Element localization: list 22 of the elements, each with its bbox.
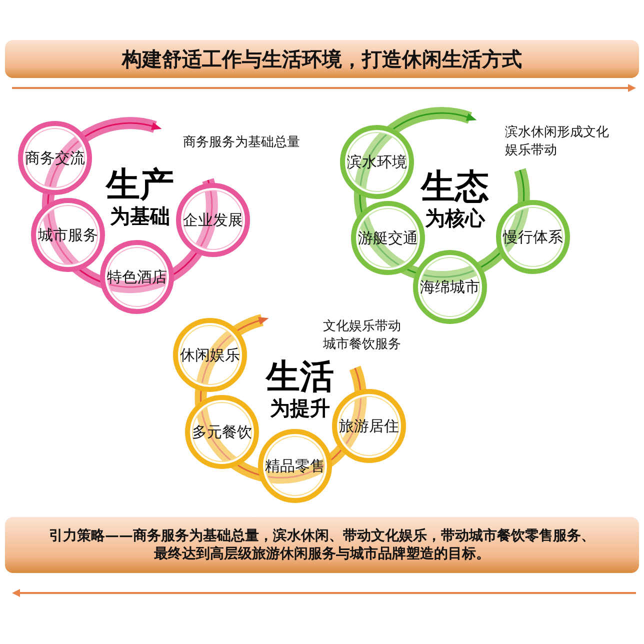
subheading-text: 为基础 bbox=[110, 204, 170, 228]
circle-node: 精品零售 bbox=[258, 429, 332, 503]
heading-text: 生活 bbox=[266, 360, 334, 396]
circle-node: 海绵城市 bbox=[413, 250, 487, 324]
circle-node: 休闲娱乐 bbox=[173, 318, 247, 392]
circle-node: 多元餐饮 bbox=[185, 395, 259, 469]
annotation-text: 商务服务为基础总量 bbox=[183, 134, 301, 152]
subheading-text: 为核心 bbox=[425, 206, 485, 230]
annotation-text: 文化娱乐带动城市餐饮服务 bbox=[323, 318, 402, 354]
circle-node: 慢行体系 bbox=[496, 200, 570, 274]
circle-node: 旅游居住 bbox=[332, 389, 406, 463]
circle-node: 游艇交通 bbox=[351, 201, 425, 275]
subheading-text: 为提升 bbox=[270, 396, 330, 420]
annotation-text: 滨水休闲形成文化娱乐带动 bbox=[505, 124, 610, 160]
circle-node: 滨水环境 bbox=[340, 125, 414, 199]
banner-box: 构建舒适工作与生活环境，打造休闲生活方式 bbox=[5, 40, 639, 78]
banner-box: 引力策略——商务服务为基础总量，滨水休闲、带动文化娱乐，带动城市餐饮零售服务、最终达到高层级旅游休闲服务与城市品牌塑造的目标。 bbox=[5, 517, 639, 573]
circle-node: 商务交流 bbox=[18, 121, 92, 195]
heading-text: 生产 bbox=[106, 168, 174, 204]
circle-node: 企业发展 bbox=[176, 183, 250, 257]
circle-node: 城市服务 bbox=[31, 198, 105, 272]
circle-node: 特色酒店 bbox=[100, 240, 174, 314]
